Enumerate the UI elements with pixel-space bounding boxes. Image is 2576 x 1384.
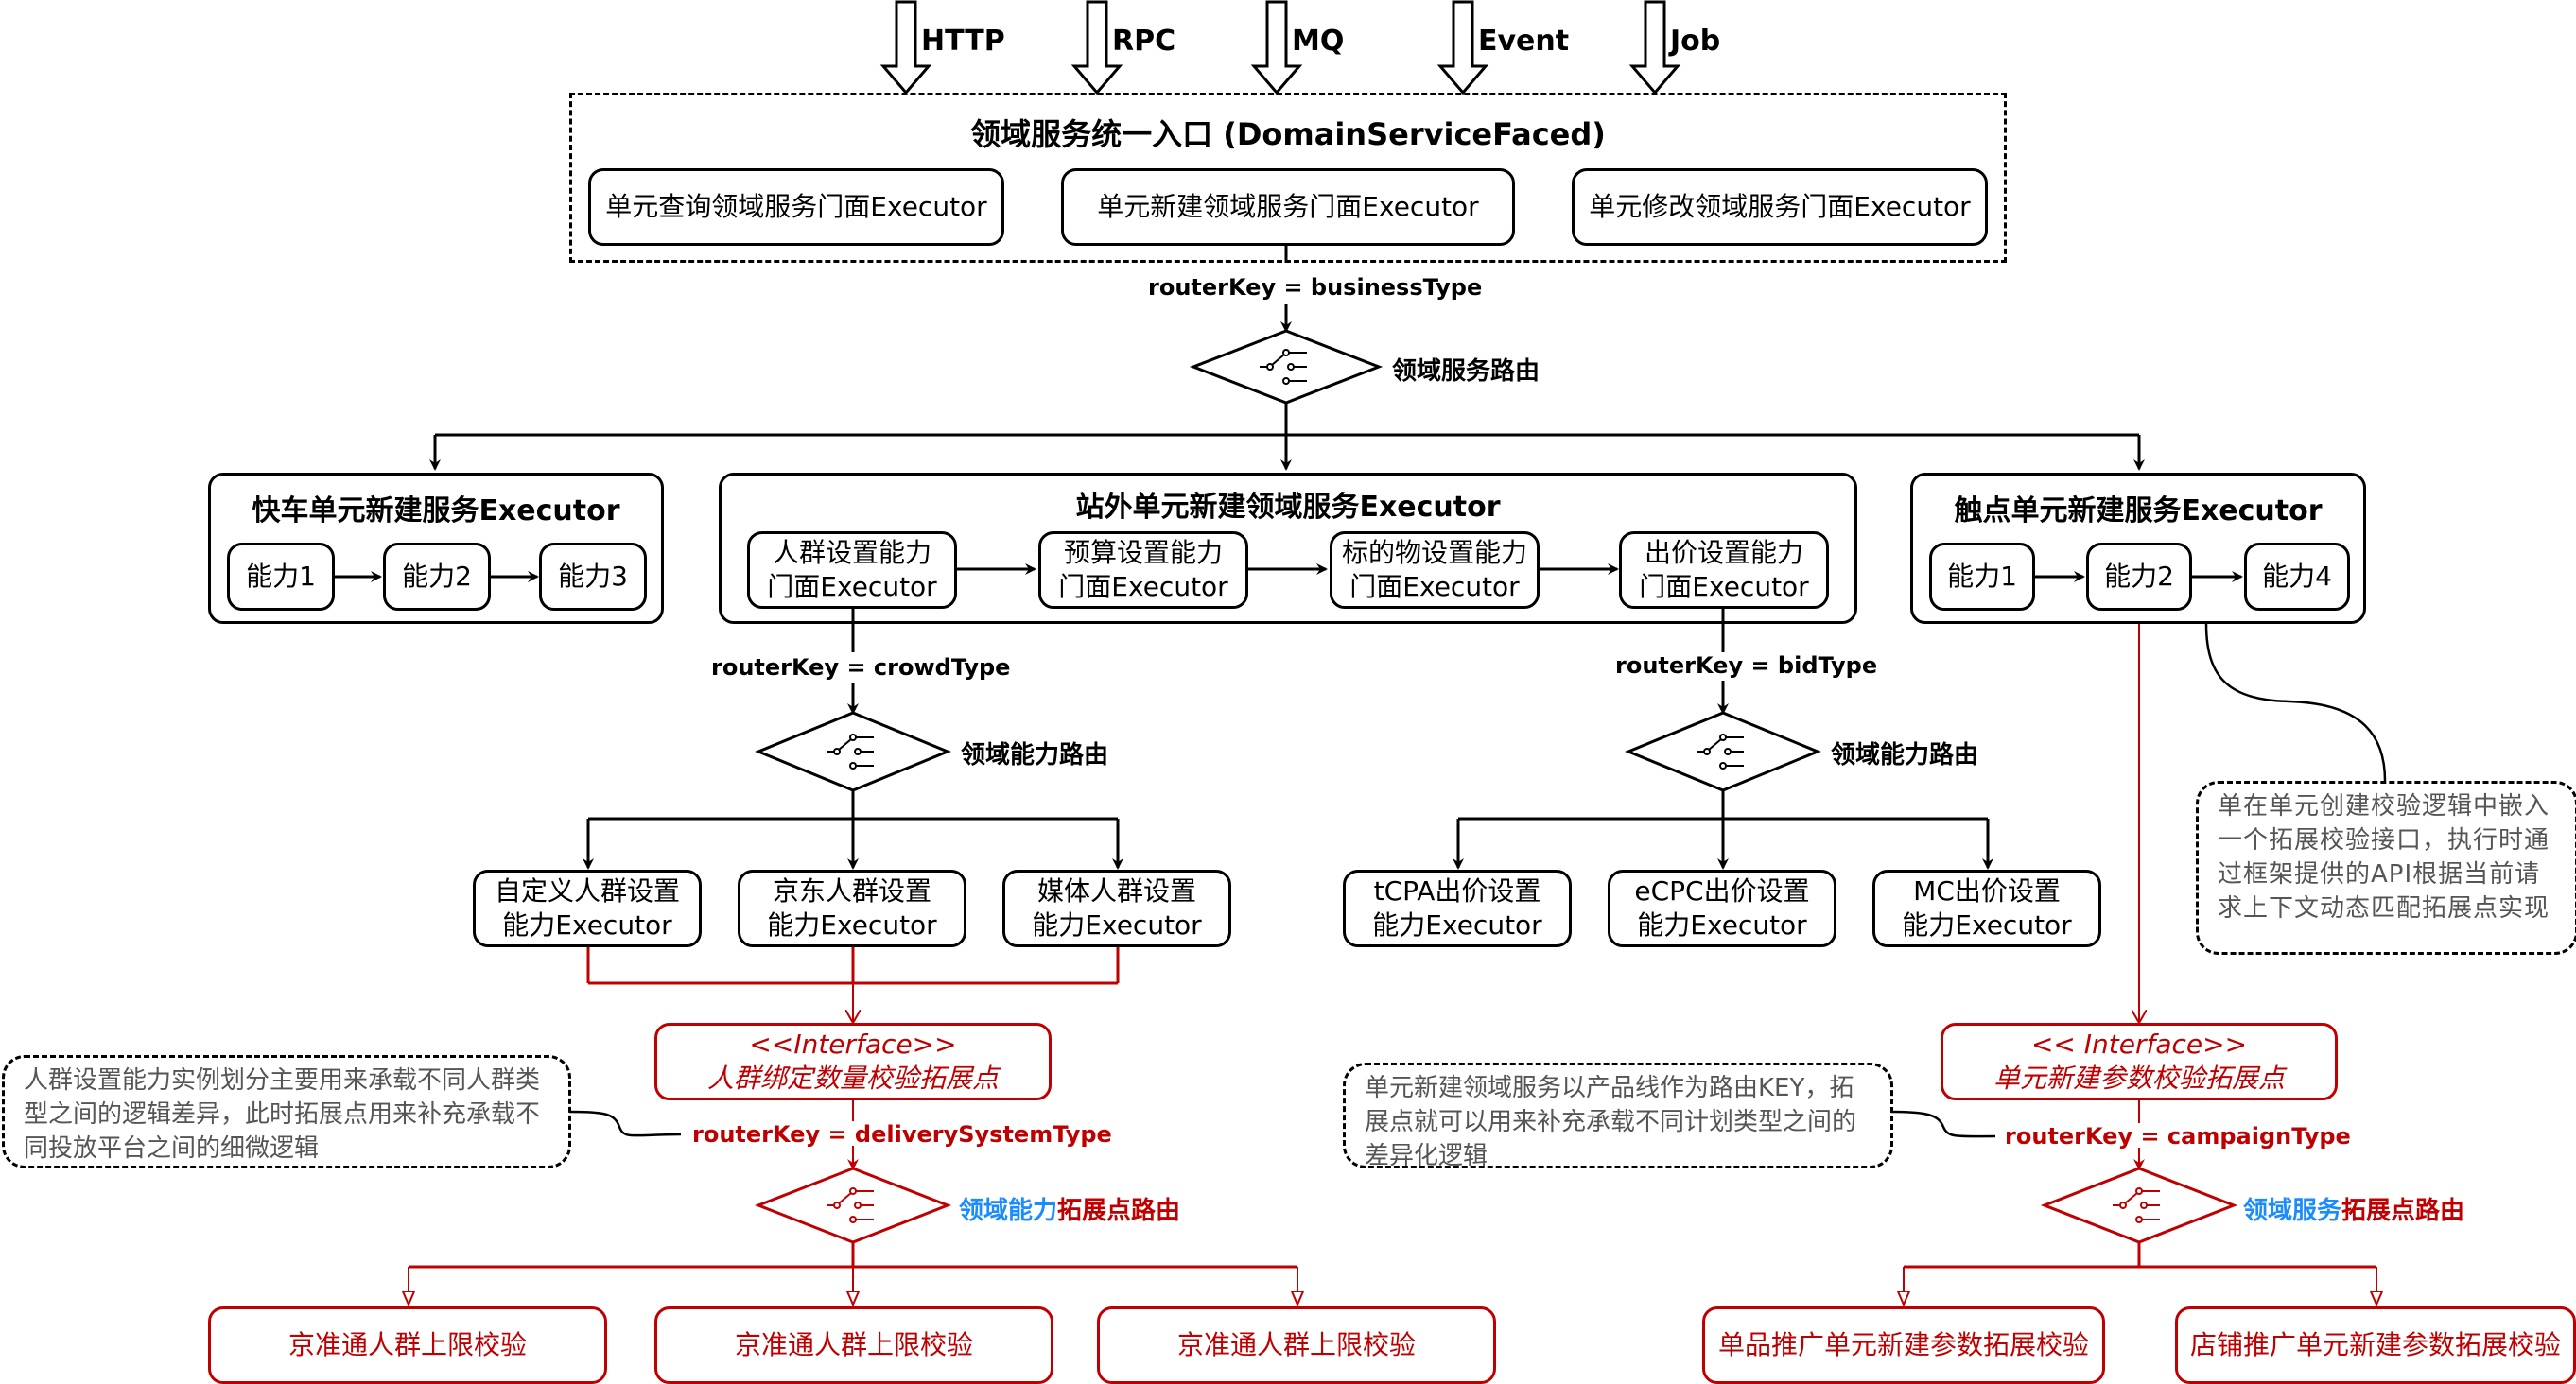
entry-arrows: [879, 0, 1681, 95]
kuaiche-ability-3[interactable]: 能力3: [539, 543, 647, 611]
crowd-extension-router-key: routerKey = deliverySystemType: [692, 1121, 1112, 1148]
unit-extension-impl-shop[interactable]: 店铺推广单元新建参数拓展校验: [2175, 1306, 2576, 1384]
crowd-router-diamond: [755, 711, 951, 792]
zhanwai-ability-bid[interactable]: 出价设置能力 门面Executor: [1619, 531, 1829, 609]
zhanwai-ability-budget[interactable]: 预算设置能力 门面Executor: [1038, 531, 1248, 609]
bid-router-diamond: [1625, 711, 1821, 792]
facade-executor-update[interactable]: 单元修改领域服务门面Executor: [1572, 168, 1988, 246]
entry-label-rpc: RPC: [1112, 25, 1176, 58]
chudian-ability-1[interactable]: 能力1: [1929, 543, 2035, 611]
unit-ext-router-diamond: [2040, 1167, 2238, 1244]
crowd-extension-note: 人群设置能力实例划分主要用来承载不同人群类型之间的逻辑差异，此时拓展点用来补充承…: [2, 1055, 571, 1168]
route-label-blue: 领域能力: [959, 1197, 1058, 1225]
crowd-extension-impl-2[interactable]: 京准通人群上限校验: [654, 1306, 1053, 1384]
executor-line1: 京东人群设置: [772, 875, 931, 907]
service-router-key: routerKey = businessType: [1148, 274, 1483, 301]
chudian-ability-4[interactable]: 能力4: [2244, 543, 2350, 611]
executor-line2: 能力Executor: [1637, 909, 1807, 941]
executor-line1: 自定义人群设置: [494, 875, 680, 907]
ability-line1: 标的物设置能力: [1341, 537, 1527, 568]
interface-name: 单元新建参数校验拓展点: [1993, 1063, 2285, 1094]
unit-extension-note: 单元新建领域服务以产品线作为路由KEY，拓展点就可以用来补充承载不同计划类型之间…: [1343, 1063, 1893, 1170]
facade-frame: 领域服务统一入口 (DomainServiceFaced): [569, 93, 2007, 263]
executor-line2: 能力Executor: [1372, 909, 1542, 941]
executor-line1: eCPC出价设置: [1634, 875, 1810, 907]
crowd-extension-interface[interactable]: <<Interface>> 人群绑定数量校验拓展点: [654, 1023, 1052, 1100]
ability-line1: 预算设置能力: [1063, 537, 1223, 568]
embed-extension-note: 单在单元创建校验逻辑中嵌入一个拓展校验接口，执行时通过框架提供的API根据当前请…: [2196, 781, 2576, 955]
unit-extension-interface[interactable]: << Interface>> 单元新建参数校验拓展点: [1941, 1023, 2338, 1100]
ability-line2: 门面Executor: [1349, 571, 1520, 602]
unit-extension-router-key: routerKey = campaignType: [2005, 1123, 2351, 1150]
ability-line1: 人群设置能力: [772, 537, 931, 568]
entry-label-job: Job: [1670, 25, 1721, 58]
service-router-label: 领域服务路由: [1392, 357, 1540, 386]
crowd-extension-impl-3[interactable]: 京准通人群上限校验: [1097, 1306, 1496, 1384]
entry-arrow-rpc: [1070, 0, 1123, 95]
kuaiche-service-title: 快车单元新建服务Executor: [252, 494, 620, 528]
embed-note-connector: [2204, 623, 2387, 782]
bid-executor-mc[interactable]: MC出价设置 能力Executor: [1872, 870, 2101, 947]
executor-line2: 能力Executor: [1032, 909, 1202, 941]
executor-line2: 能力Executor: [767, 909, 937, 941]
unit-note-connector: [1890, 1110, 1996, 1138]
entry-arrow-event: [1436, 0, 1489, 95]
bid-router-label: 领域能力路由: [1831, 741, 1979, 770]
crowd-extension-router-label: 领域能力拓展点路由: [959, 1191, 1180, 1226]
zhanwai-service-container: 站外单元新建领域服务Executor: [719, 473, 1857, 624]
ability-line2: 门面Executor: [1639, 571, 1809, 602]
kuaiche-ability-1[interactable]: 能力1: [227, 543, 335, 611]
route-label-red: 拓展点路由: [2341, 1197, 2465, 1225]
crowd-ext-router-diamond: [754, 1167, 952, 1244]
switch-icon-red: [827, 1187, 2160, 1223]
entry-label-event: Event: [1478, 25, 1570, 58]
interface-stereotype: <<Interface>>: [749, 1029, 957, 1060]
interface-name: 人群绑定数量校验拓展点: [706, 1063, 999, 1094]
chudian-service-title: 触点单元新建服务Executor: [1954, 494, 2323, 528]
bid-executor-tcpa[interactable]: tCPA出价设置 能力Executor: [1343, 870, 1572, 947]
facade-executor-query[interactable]: 单元查询领域服务门面Executor: [588, 168, 1004, 246]
zhanwai-service-title: 站外单元新建领域服务Executor: [1075, 491, 1501, 524]
bid-executor-ecpc[interactable]: eCPC出价设置 能力Executor: [1608, 870, 1836, 947]
crowd-router-label: 领域能力路由: [961, 741, 1109, 770]
crowd-router-key: routerKey = crowdType: [711, 654, 1011, 681]
facade-executor-create[interactable]: 单元新建领域服务门面Executor: [1061, 168, 1515, 246]
entry-arrow-job: [1628, 0, 1681, 95]
entry-label-http: HTTP: [921, 25, 1005, 58]
service-router-diamond: [1189, 329, 1384, 405]
crowd-executor-media[interactable]: 媒体人群设置 能力Executor: [1002, 870, 1231, 947]
zhanwai-ability-target[interactable]: 标的物设置能力 门面Executor: [1330, 531, 1540, 609]
entry-arrow-http: [879, 0, 932, 95]
chudian-service-container: 触点单元新建服务Executor: [1910, 473, 2366, 624]
facade-title: 领域服务统一入口 (DomainServiceFaced): [970, 116, 1606, 152]
entry-label-mq: MQ: [1292, 25, 1345, 58]
ability-line2: 门面Executor: [1058, 571, 1228, 602]
executor-line1: tCPA出价设置: [1373, 875, 1541, 907]
ability-line1: 出价设置能力: [1644, 537, 1803, 568]
crowd-executor-custom[interactable]: 自定义人群设置 能力Executor: [473, 870, 702, 947]
entry-arrow-mq: [1250, 0, 1303, 95]
chudian-ability-2[interactable]: 能力2: [2086, 543, 2192, 611]
crowd-extension-impl-1[interactable]: 京准通人群上限校验: [208, 1306, 607, 1384]
route-label-red: 拓展点路由: [1057, 1197, 1181, 1225]
executor-line1: MC出价设置: [1913, 875, 2061, 907]
executor-line1: 媒体人群设置: [1036, 875, 1196, 907]
unit-extension-router-label: 领域服务拓展点路由: [2243, 1191, 2464, 1226]
zhanwai-ability-crowd[interactable]: 人群设置能力 门面Executor: [747, 531, 957, 609]
kuaiche-service-container: 快车单元新建服务Executor: [208, 473, 664, 624]
interface-stereotype: << Interface>>: [2030, 1029, 2248, 1060]
crowd-note-connector: [568, 1110, 682, 1137]
route-label-blue: 领域服务: [2243, 1197, 2342, 1225]
executor-line2: 能力Executor: [1902, 909, 2072, 941]
bid-router-key: routerKey = bidType: [1615, 652, 1878, 679]
switch-icon: [827, 349, 1744, 770]
executor-line2: 能力Executor: [502, 909, 672, 941]
unit-extension-impl-single[interactable]: 单品推广单元新建参数拓展校验: [1702, 1306, 2105, 1384]
crowd-executor-jd[interactable]: 京东人群设置 能力Executor: [738, 870, 966, 947]
kuaiche-ability-2[interactable]: 能力2: [383, 543, 491, 611]
ability-line2: 门面Executor: [767, 571, 937, 602]
